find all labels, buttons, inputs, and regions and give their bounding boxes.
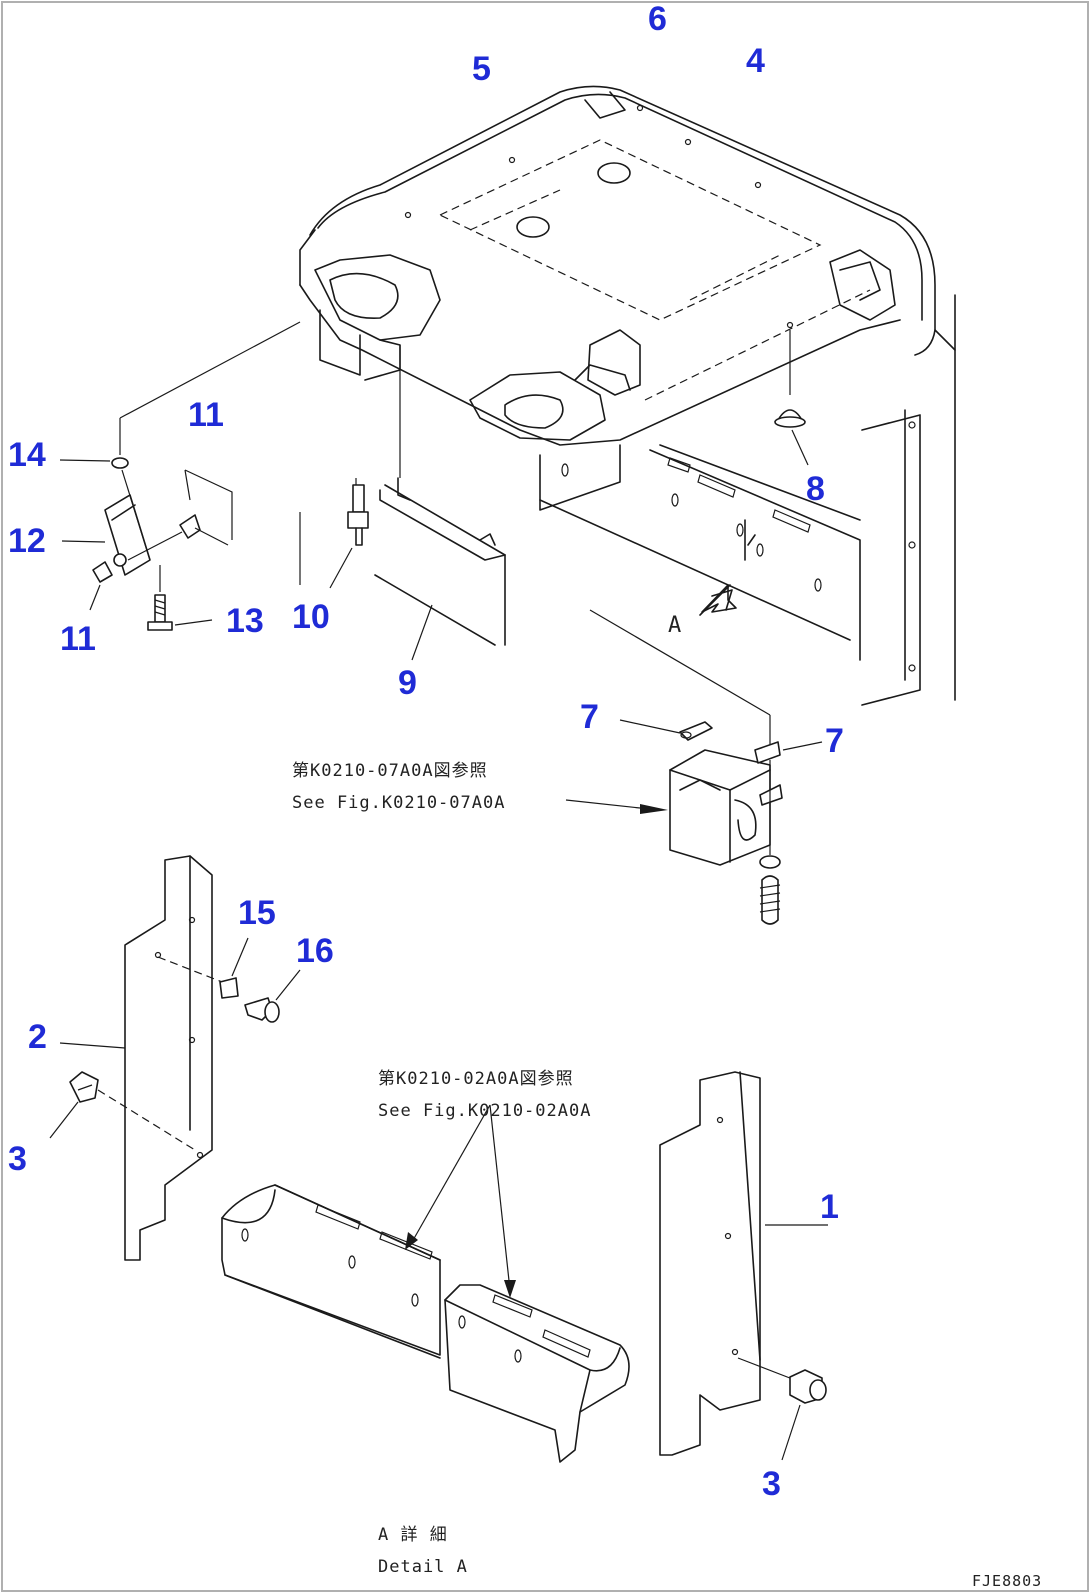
callout-11-lower: 11 [60,620,96,658]
drawing-code: FJE8803 [972,1572,1042,1590]
callout-2: 2 [28,1018,47,1056]
callout-13: 13 [226,602,264,640]
callout-14: 14 [8,436,46,474]
left-panel [49,855,301,1261]
callout-15: 15 [238,894,276,932]
roof-assembly [299,85,956,706]
callout-3-left: 3 [8,1140,27,1178]
left-hardware [59,321,506,661]
view-a-label: A [668,613,682,638]
callout-5: 5 [472,50,491,88]
ref-02-jp: 第K0210-02A0A図参照 [378,1069,574,1089]
notes: A 第K0210-07A0A図参照 See Fig.K0210-07A0A 第K… [292,613,1042,1590]
right-panel [659,1071,828,1461]
callout-7-lower: 7 [825,722,844,760]
detail-a-jp: A 詳 細 [378,1525,448,1545]
bottom-rails [221,1104,630,1463]
callout-12: 12 [8,522,46,560]
item7-assy [565,609,823,925]
callout-11-upper: 11 [188,396,224,434]
callout-6: 6 [648,0,667,38]
ref-07-en: See Fig.K0210-07A0A [292,793,505,813]
callout-8: 8 [806,470,825,508]
callout-1: 1 [820,1188,839,1226]
callout-9: 9 [398,664,417,702]
callouts: 1 2 3 3 4 5 6 7 7 8 9 10 11 11 12 13 14 … [8,0,844,1503]
callout-4: 4 [746,42,765,80]
callout-3-right: 3 [762,1465,781,1503]
detail-a-en: Detail A [378,1557,468,1577]
callout-16: 16 [296,932,334,970]
ref-02-en: See Fig.K0210-02A0A [378,1101,591,1121]
ref-07-jp: 第K0210-07A0A図参照 [292,761,488,781]
callout-10: 10 [292,598,330,636]
callout-7-upper: 7 [580,698,599,736]
